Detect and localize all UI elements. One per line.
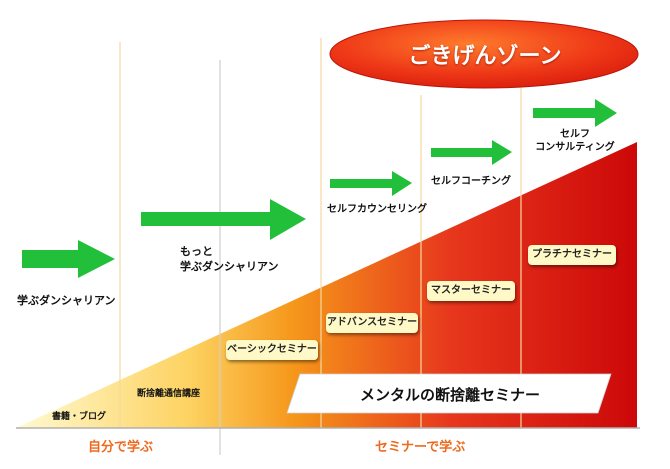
- zone-title: ごきげんゾーン: [408, 44, 562, 69]
- arrow-icon: [141, 199, 306, 240]
- bottom-label-self: 自分で学ぶ: [88, 440, 154, 455]
- stage-label-self-counseling: セルフカウンセリング: [327, 204, 427, 215]
- bottom-label-seminar: セミナーで学ぶ: [375, 440, 466, 455]
- arrow-icon: [533, 99, 617, 127]
- course-advanced-seminar: アドバンスセミナー: [326, 313, 418, 333]
- growth-triangle: [16, 142, 637, 428]
- zone-ellipse: [329, 19, 639, 89]
- course-platinum-seminar: プラチナセミナー: [528, 245, 616, 265]
- stage-label-self-coaching: セルフコーチング: [431, 176, 511, 187]
- course-correspondence: 断捨離通信講座: [137, 389, 201, 399]
- mental-seminar-text: メンタルの断捨離セミナー: [359, 386, 540, 404]
- column-dividers: [119, 38, 522, 455]
- mental-seminar-banner: [286, 373, 612, 414]
- course-basic-seminar: ベーシックセミナー: [226, 340, 318, 360]
- arrow-icon: [330, 171, 412, 196]
- stage-label-learn-more: もっと 学ぶダンシャリアン: [180, 245, 279, 273]
- arrows: [22, 99, 617, 278]
- course-book-blog: 書籍・ブログ: [52, 412, 107, 422]
- arrow-icon: [22, 240, 115, 278]
- stage-label-learn: 学ぶダンシャリアン: [17, 294, 116, 307]
- stage-label-self-consulting: セルフ コンサルティング: [535, 129, 615, 153]
- arrow-icon: [431, 140, 512, 165]
- course-master-seminar: マスターセミナー: [427, 281, 515, 301]
